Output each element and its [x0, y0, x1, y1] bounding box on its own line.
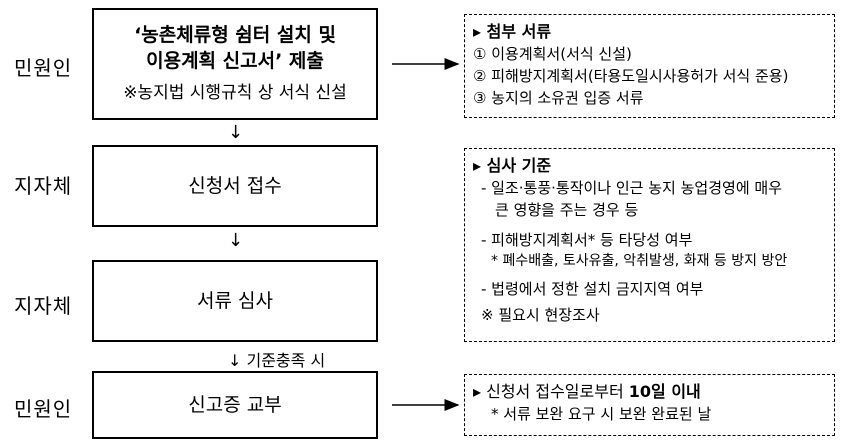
attachments-title: ▸ 첨부 서류 [473, 22, 552, 41]
attachment-item: ③ 농지의 소유권 입증 서류 [473, 89, 644, 107]
deadline-note: ▸ 신청서 접수일로부터 10일 이내 * 서류 보완 요구 시 보완 완료된 … [464, 374, 835, 436]
down-arrow-icon: ↓ [228, 122, 244, 143]
down-arrow-icon: ↓ [228, 230, 244, 251]
step-issue-box: 신고증 교부 [92, 371, 378, 439]
actor-label: 민원인 [14, 397, 73, 421]
criteria-item: - 법령에서 정한 설치 금지지역 여부 [481, 280, 704, 298]
criteria-note: ▸ 심사 기준 - 일조·통풍·통작이나 인근 농지 농업경영에 매우 큰 영향… [464, 148, 835, 342]
attachment-item: ① 이용계획서(서식 신설) [473, 45, 632, 63]
step-submit-note: ※농지법 시행규칙 상 서식 신설 [123, 83, 347, 103]
criteria-item: ※ 필요시 현장조사 [481, 306, 600, 324]
step-review-box: 서류 심사 [92, 260, 378, 342]
step-receive-label: 신청서 접수 [188, 175, 282, 197]
deadline-title-bold: 10일 이내 [628, 382, 701, 401]
step-receive-box: 신청서 접수 [92, 145, 378, 227]
attachments-note: ▸ 첨부 서류 ① 이용계획서(서식 신설) ② 피해방지계획서(타용도일시사용… [464, 14, 835, 118]
actor-label: 민원인 [14, 56, 73, 80]
deadline-title: ▸ 신청서 접수일로부터 10일 이내 [473, 381, 826, 403]
step-submit-title-line1: ‘농촌체류형 쉼터 설치 및 [134, 24, 336, 46]
attachment-item: ② 피해방지계획서(타용도일시사용허가 서식 준용) [473, 67, 789, 85]
criteria-item: - 피해방지계획서* 등 타당성 여부 [481, 231, 693, 249]
criteria-item: - 일조·통풍·통작이나 인근 농지 농업경영에 매우 [481, 179, 782, 197]
deadline-subnote: * 서류 보완 요구 시 보완 완료된 날 [491, 405, 712, 423]
step-submit-title-line2: 이용계획 신고서’ 제출 [146, 50, 324, 72]
deadline-title-text: ▸ 신청서 접수일로부터 [473, 382, 629, 401]
step-issue-label: 신고증 교부 [188, 394, 282, 416]
criteria-item-continued: 큰 영향을 주는 경우 등 [495, 201, 639, 219]
criteria-title: ▸ 심사 기준 [473, 156, 552, 175]
actor-label: 지자체 [14, 294, 73, 318]
condition-label: ↓ 기준충족 시 [228, 351, 326, 370]
criteria-subnote: * 폐수배출, 토사유출, 악취발생, 화재 등 방지 방안 [491, 253, 788, 269]
step-submit-box: ‘농촌체류형 쉼터 설치 및 이용계획 신고서’ 제출 ※농지법 시행규칙 상 … [92, 8, 378, 120]
actor-label: 지자체 [14, 174, 73, 198]
step-review-label: 서류 심사 [197, 290, 273, 312]
